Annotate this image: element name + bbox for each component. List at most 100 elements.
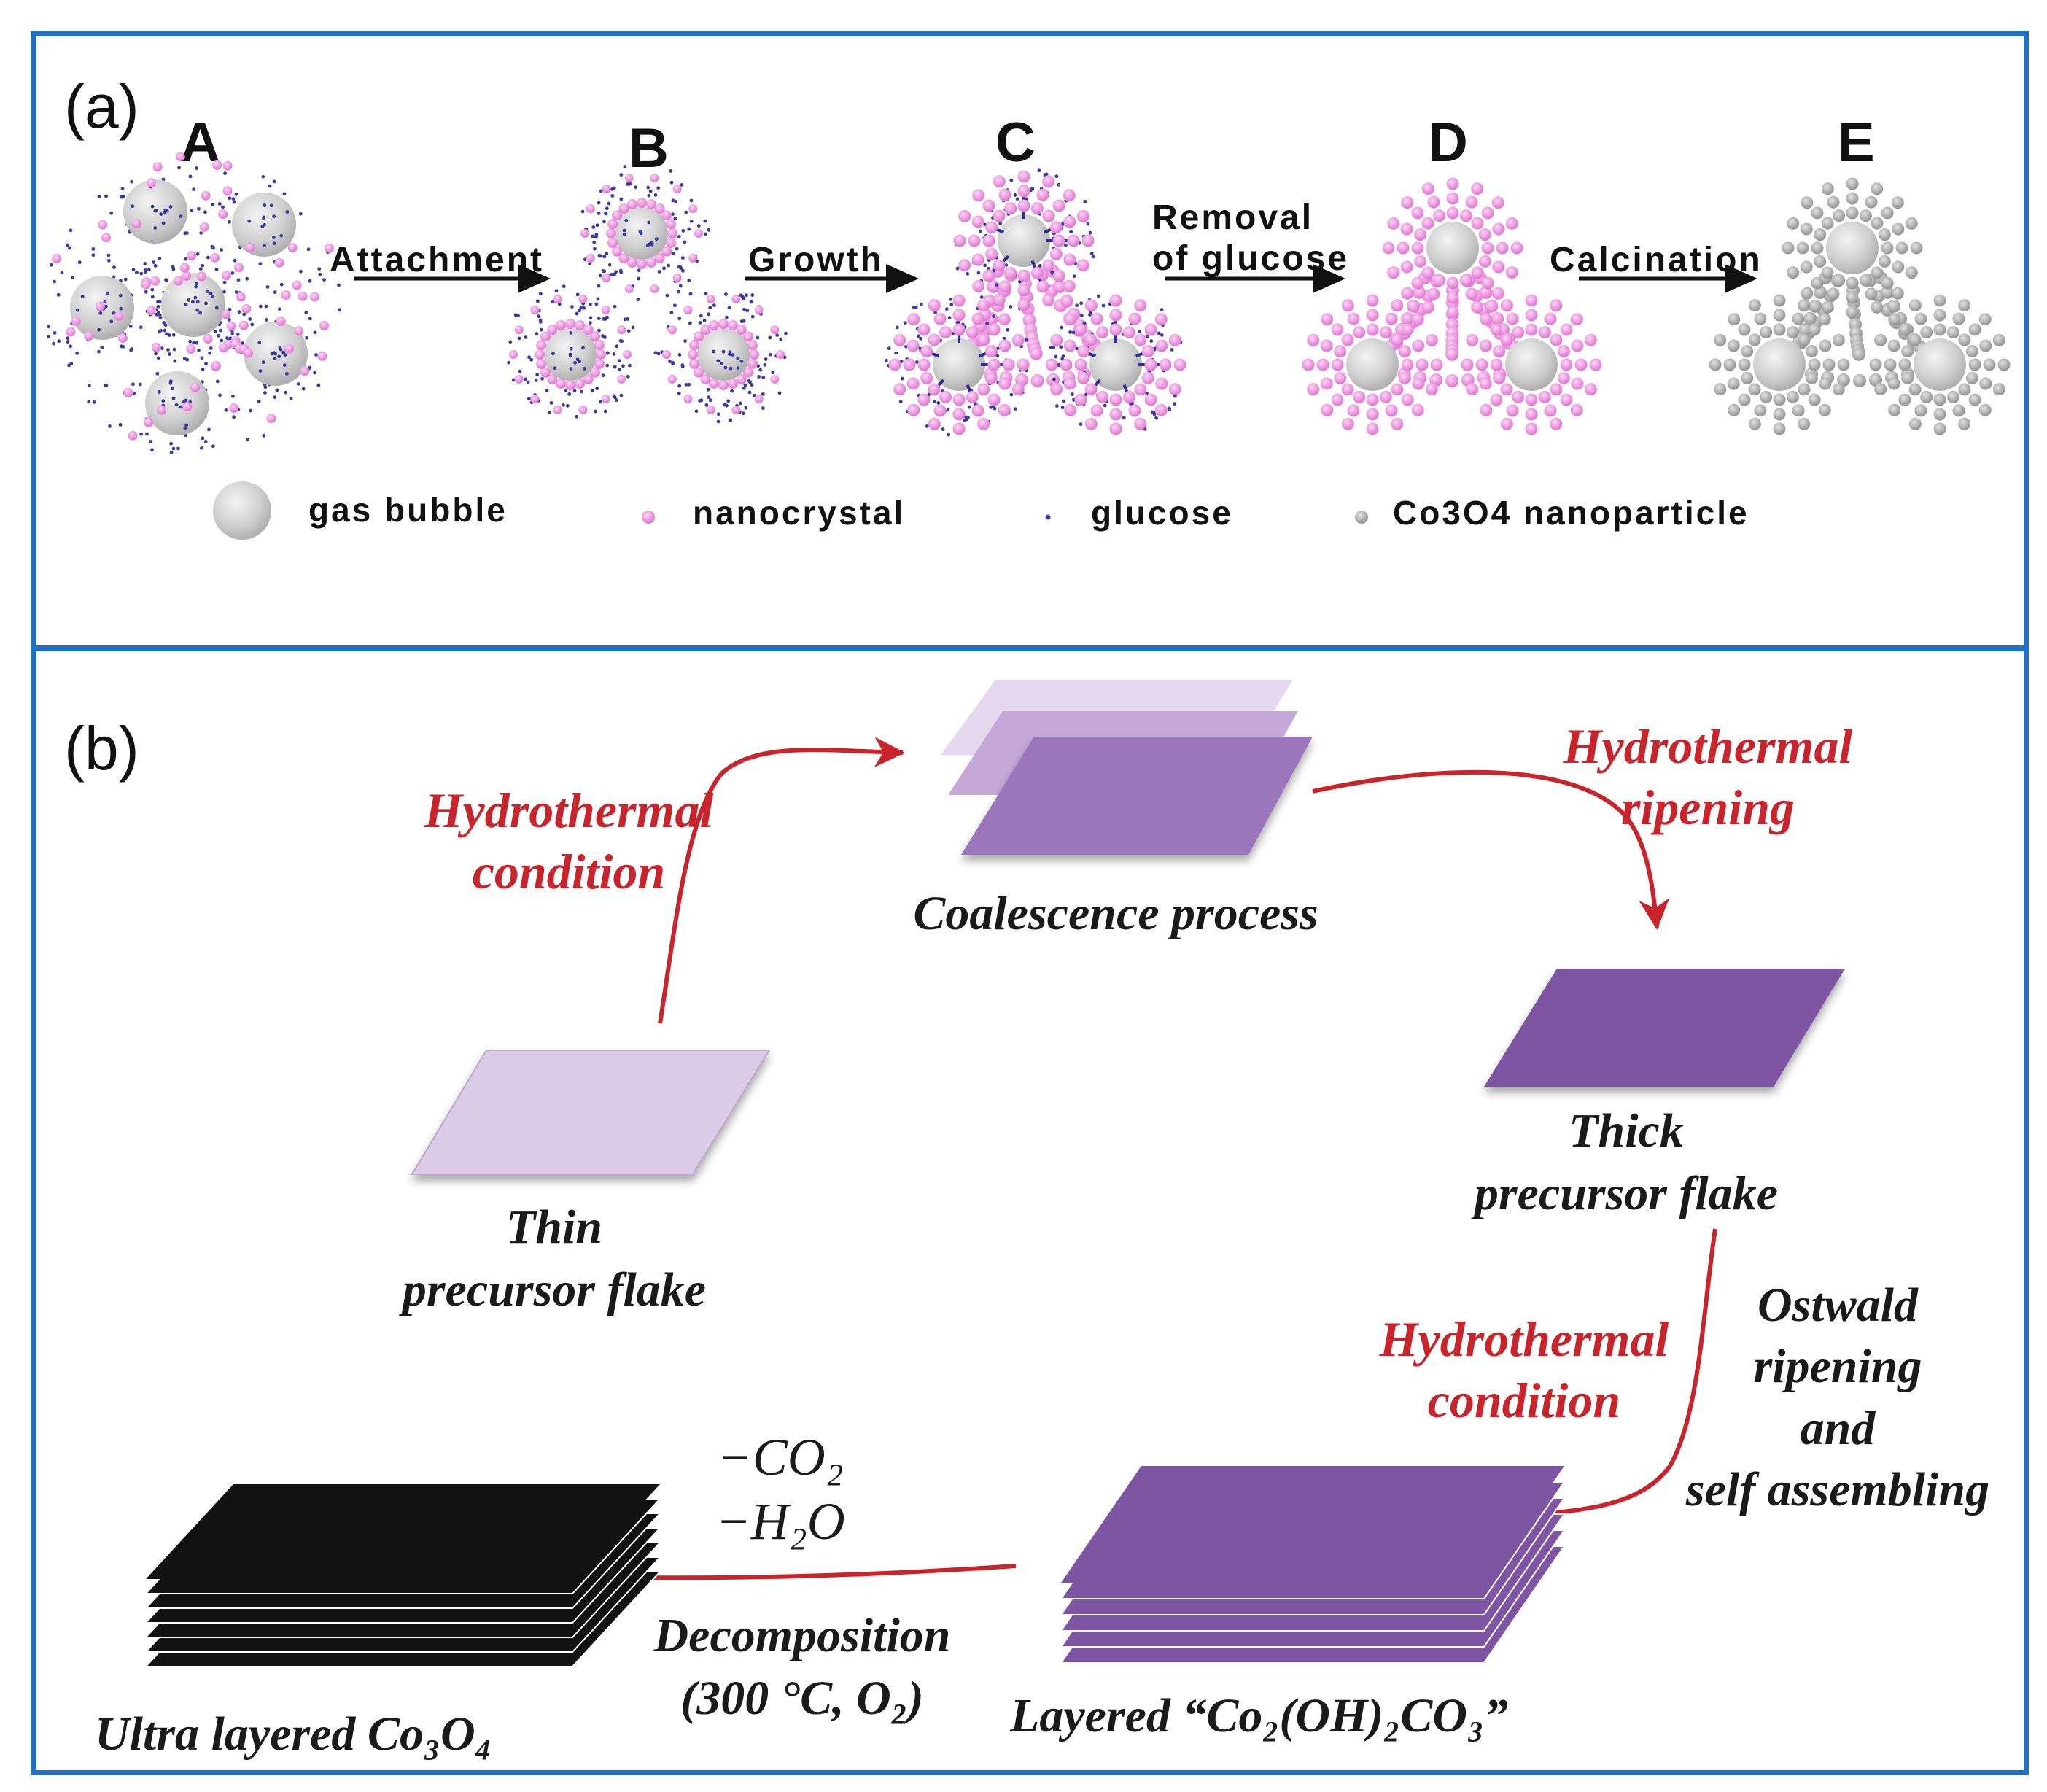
particle xyxy=(1968,358,1981,371)
glucose-dot xyxy=(887,346,891,351)
particle xyxy=(1798,417,1811,430)
nanocrystal-dot xyxy=(324,243,334,253)
glucose-dot xyxy=(637,276,640,281)
core-bubble xyxy=(1914,338,1966,391)
glucose-dot xyxy=(1060,325,1063,330)
glucose-dot xyxy=(1015,197,1019,201)
particle xyxy=(907,403,920,416)
glucose-dot xyxy=(615,398,618,402)
glucose-dot xyxy=(750,383,754,387)
glucose-dot xyxy=(614,270,618,274)
particle xyxy=(1109,323,1122,336)
hydrothermal-ripening-line2: ripening xyxy=(1620,779,1795,835)
nanocrystal-dot xyxy=(736,325,747,335)
particle xyxy=(982,199,995,212)
particle xyxy=(1421,266,1434,279)
core-bubble xyxy=(933,338,985,391)
glucose-dot xyxy=(589,316,593,320)
glucose-dot xyxy=(677,384,682,388)
particle xyxy=(1891,196,1904,209)
particle xyxy=(1341,383,1354,396)
glucose-dot xyxy=(602,220,606,224)
glucose-dot xyxy=(218,393,222,397)
nanocrystal-dot xyxy=(565,380,575,390)
glucose-dot xyxy=(1054,354,1058,359)
nanocrystal-dot xyxy=(727,320,738,331)
nanocrystal-dot xyxy=(667,374,677,384)
particle xyxy=(1060,294,1073,308)
nanocrystal-dot xyxy=(95,301,105,311)
hydrothermal-condition-2-line1: Hydrothermal xyxy=(1379,1311,1669,1367)
glucose-dot xyxy=(179,405,183,409)
particle xyxy=(1846,192,1859,205)
particle xyxy=(1446,276,1459,290)
ostwald-line1: Ostwald xyxy=(1757,1279,1919,1332)
glucose-dot xyxy=(279,233,284,238)
particle xyxy=(1045,358,1058,371)
glucose-dot xyxy=(678,284,683,288)
glucose-dot xyxy=(171,265,175,269)
nanocrystal-dot xyxy=(694,331,704,342)
particle xyxy=(907,313,920,326)
particle xyxy=(1898,358,1911,371)
glucose-dot xyxy=(301,387,306,391)
glucose-dot xyxy=(684,383,688,387)
glucose-dot xyxy=(1013,407,1017,411)
particle xyxy=(993,259,1006,272)
glucose-dot xyxy=(1154,416,1158,420)
glucose-dot xyxy=(676,290,680,294)
glucose-dot xyxy=(575,311,579,316)
particle xyxy=(1727,339,1740,352)
nanocrystal-dot xyxy=(747,358,758,369)
glucose-dot xyxy=(742,386,746,390)
particle xyxy=(1353,390,1366,403)
glucose-dot xyxy=(741,411,745,416)
nanocrystal-dot xyxy=(540,331,551,342)
glucose-dot xyxy=(192,341,196,345)
nanocrystal-dot xyxy=(688,349,698,360)
particle xyxy=(1412,339,1425,352)
nanocrystal-dot xyxy=(317,351,327,361)
glucose-dot xyxy=(944,307,949,311)
nanocrystal-dot xyxy=(287,243,298,253)
particle xyxy=(1144,393,1157,406)
particle xyxy=(966,326,979,339)
glucose-dot xyxy=(154,209,158,213)
particle xyxy=(1933,422,1946,435)
glucose-dot xyxy=(214,306,219,310)
nanocrystal-dot xyxy=(157,405,167,415)
glucose-dot xyxy=(46,335,50,339)
particle xyxy=(1493,345,1506,358)
glucose-dot xyxy=(225,336,229,340)
glucose-dot xyxy=(201,367,205,371)
glucose-dot xyxy=(49,263,53,267)
glucose-dot xyxy=(1160,308,1164,312)
glucose-dot xyxy=(314,353,318,357)
particle xyxy=(1891,287,1904,300)
particle xyxy=(1491,311,1504,325)
particle xyxy=(1154,313,1168,326)
particle xyxy=(977,299,990,312)
legend-nanocrystal-icon xyxy=(642,511,655,524)
nanocrystal-dot xyxy=(731,406,741,415)
glucose-dot xyxy=(775,333,780,337)
particle xyxy=(1738,358,1751,371)
glucose-dot xyxy=(98,311,103,315)
glucose-dot xyxy=(316,383,321,387)
particle xyxy=(1480,313,1493,326)
glucose-dot xyxy=(903,321,907,325)
glucose-dot xyxy=(182,356,187,360)
glucose-dot xyxy=(77,260,82,265)
glucose-dot xyxy=(761,376,766,380)
particle xyxy=(1570,403,1583,416)
particle xyxy=(939,390,952,403)
glucose-dot xyxy=(1103,403,1107,408)
glucose-dot xyxy=(539,327,543,332)
particle xyxy=(1884,358,1897,371)
particle xyxy=(1466,383,1479,396)
layered-sheet xyxy=(1061,1466,1564,1583)
particle xyxy=(1728,403,1741,416)
particle xyxy=(1741,371,1754,384)
glucose-dot xyxy=(322,278,326,282)
glucose-dot xyxy=(677,317,682,321)
